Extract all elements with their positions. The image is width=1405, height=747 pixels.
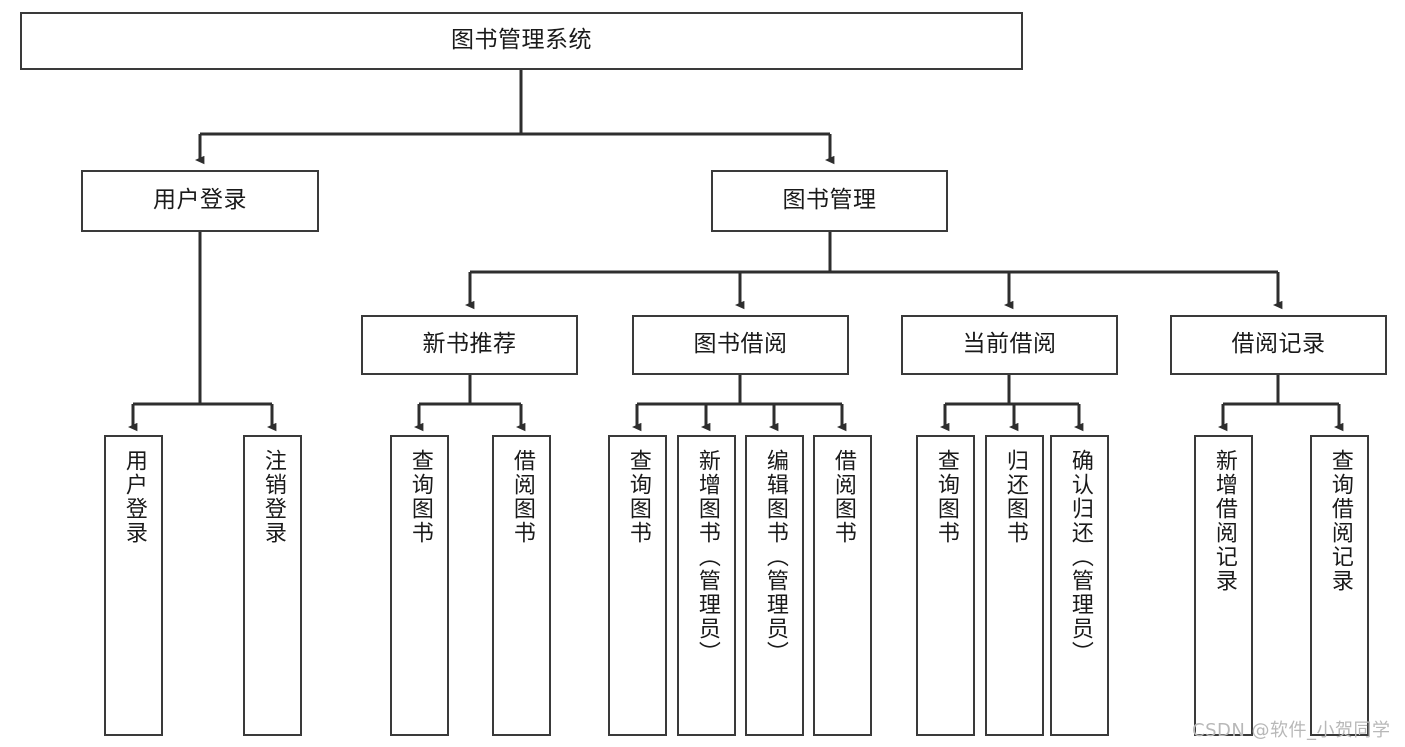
node-borrow-record[interactable]: 借阅记录 <box>1170 315 1387 375</box>
node-label: 新书推荐 <box>422 331 517 358</box>
node-label: 确认归还（管理员） <box>1067 449 1093 665</box>
node-label: 借阅记录 <box>1231 331 1326 358</box>
leaf-borrow-edit-book[interactable]: 编辑图书（管理员） <box>745 435 804 736</box>
node-label: 用户登录 <box>153 187 247 214</box>
leaf-record-add[interactable]: 新增借阅记录 <box>1194 435 1253 736</box>
leaf-borrow-query-book[interactable]: 查询图书 <box>608 435 667 736</box>
node-label: 编辑图书（管理员） <box>762 449 788 665</box>
leaf-borrow-add-book[interactable]: 新增图书（管理员） <box>677 435 736 736</box>
leaf-current-confirm-return[interactable]: 确认归还（管理员） <box>1050 435 1109 736</box>
node-label: 查询图书 <box>625 449 651 545</box>
watermark: CSDN @软件_小贺同学 <box>1192 720 1391 741</box>
node-label: 借阅图书 <box>830 449 856 545</box>
node-new-book-recommend[interactable]: 新书推荐 <box>361 315 578 375</box>
leaf-current-return-book[interactable]: 归还图书 <box>985 435 1044 736</box>
node-book-management[interactable]: 图书管理 <box>711 170 948 232</box>
leaf-user-login-signin[interactable]: 用户登录 <box>104 435 163 736</box>
node-label: 注销登录 <box>260 449 286 545</box>
node-label: 查询借阅记录 <box>1327 449 1353 593</box>
node-label: 借阅图书 <box>509 449 535 545</box>
leaf-borrow-borrow-book[interactable]: 借阅图书 <box>813 435 872 736</box>
node-label: 图书借阅 <box>693 331 788 358</box>
node-root-book-management-system[interactable]: 图书管理系统 <box>20 12 1023 70</box>
node-label: 新增图书（管理员） <box>694 449 720 665</box>
node-book-borrow[interactable]: 图书借阅 <box>632 315 849 375</box>
leaf-new-book-borrow[interactable]: 借阅图书 <box>492 435 551 736</box>
node-user-login[interactable]: 用户登录 <box>81 170 319 232</box>
node-current-borrow[interactable]: 当前借阅 <box>901 315 1118 375</box>
leaf-record-query[interactable]: 查询借阅记录 <box>1310 435 1369 736</box>
leaf-user-login-signout[interactable]: 注销登录 <box>243 435 302 736</box>
node-label: 当前借阅 <box>962 331 1057 358</box>
node-label: 查询图书 <box>933 449 959 545</box>
node-label: 查询图书 <box>407 449 433 545</box>
node-label: 图书管理系统 <box>451 27 592 54</box>
node-label: 归还图书 <box>1002 449 1028 545</box>
node-label: 图书管理 <box>782 187 877 214</box>
leaf-current-query-book[interactable]: 查询图书 <box>916 435 975 736</box>
node-label: 用户登录 <box>121 449 147 545</box>
node-label: 新增借阅记录 <box>1211 449 1237 593</box>
leaf-new-book-query[interactable]: 查询图书 <box>390 435 449 736</box>
